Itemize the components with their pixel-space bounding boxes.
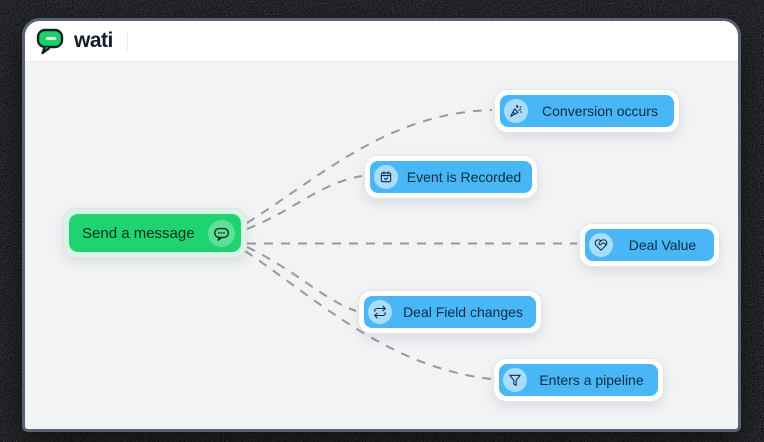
brand-logo: wati xyxy=(35,27,113,55)
connector-deal-field xyxy=(246,246,357,312)
node-label: Conversion occurs xyxy=(542,103,658,119)
connector-pipeline xyxy=(244,250,492,380)
node-label: Deal Value xyxy=(628,237,697,253)
node-label: Deal Field changes xyxy=(403,304,523,320)
app-window: wati Send a message xyxy=(22,18,741,432)
node-event-recorded[interactable]: Event is Recorded xyxy=(364,155,538,199)
node-label: Enters a pipeline xyxy=(539,372,644,388)
connector-conversion xyxy=(246,109,493,224)
heart-handshake-icon xyxy=(589,233,613,257)
repeat-icon xyxy=(368,300,392,324)
node-deal-field-changes[interactable]: Deal Field changes xyxy=(358,290,542,334)
brand-name: wati xyxy=(74,29,113,52)
header-divider xyxy=(126,31,128,51)
chat-bubble-icon xyxy=(208,219,235,247)
node-label: Send a message xyxy=(82,224,195,242)
node-deal-value[interactable]: Deal Value xyxy=(579,223,720,267)
node-label: Event is Recorded xyxy=(406,169,522,185)
connector-lines xyxy=(244,109,577,380)
flow-canvas: Send a message xyxy=(25,62,738,429)
party-popper-icon xyxy=(504,99,528,123)
node-conversion-occurs[interactable]: Conversion occurs xyxy=(494,89,680,133)
calendar-check-icon xyxy=(374,165,398,189)
node-send-message[interactable]: Send a message xyxy=(63,208,247,258)
app-header: wati xyxy=(25,21,738,62)
node-enters-pipeline[interactable]: Enters a pipeline xyxy=(493,358,664,402)
funnel-icon xyxy=(503,368,527,392)
chat-bubble-icon xyxy=(36,28,64,55)
